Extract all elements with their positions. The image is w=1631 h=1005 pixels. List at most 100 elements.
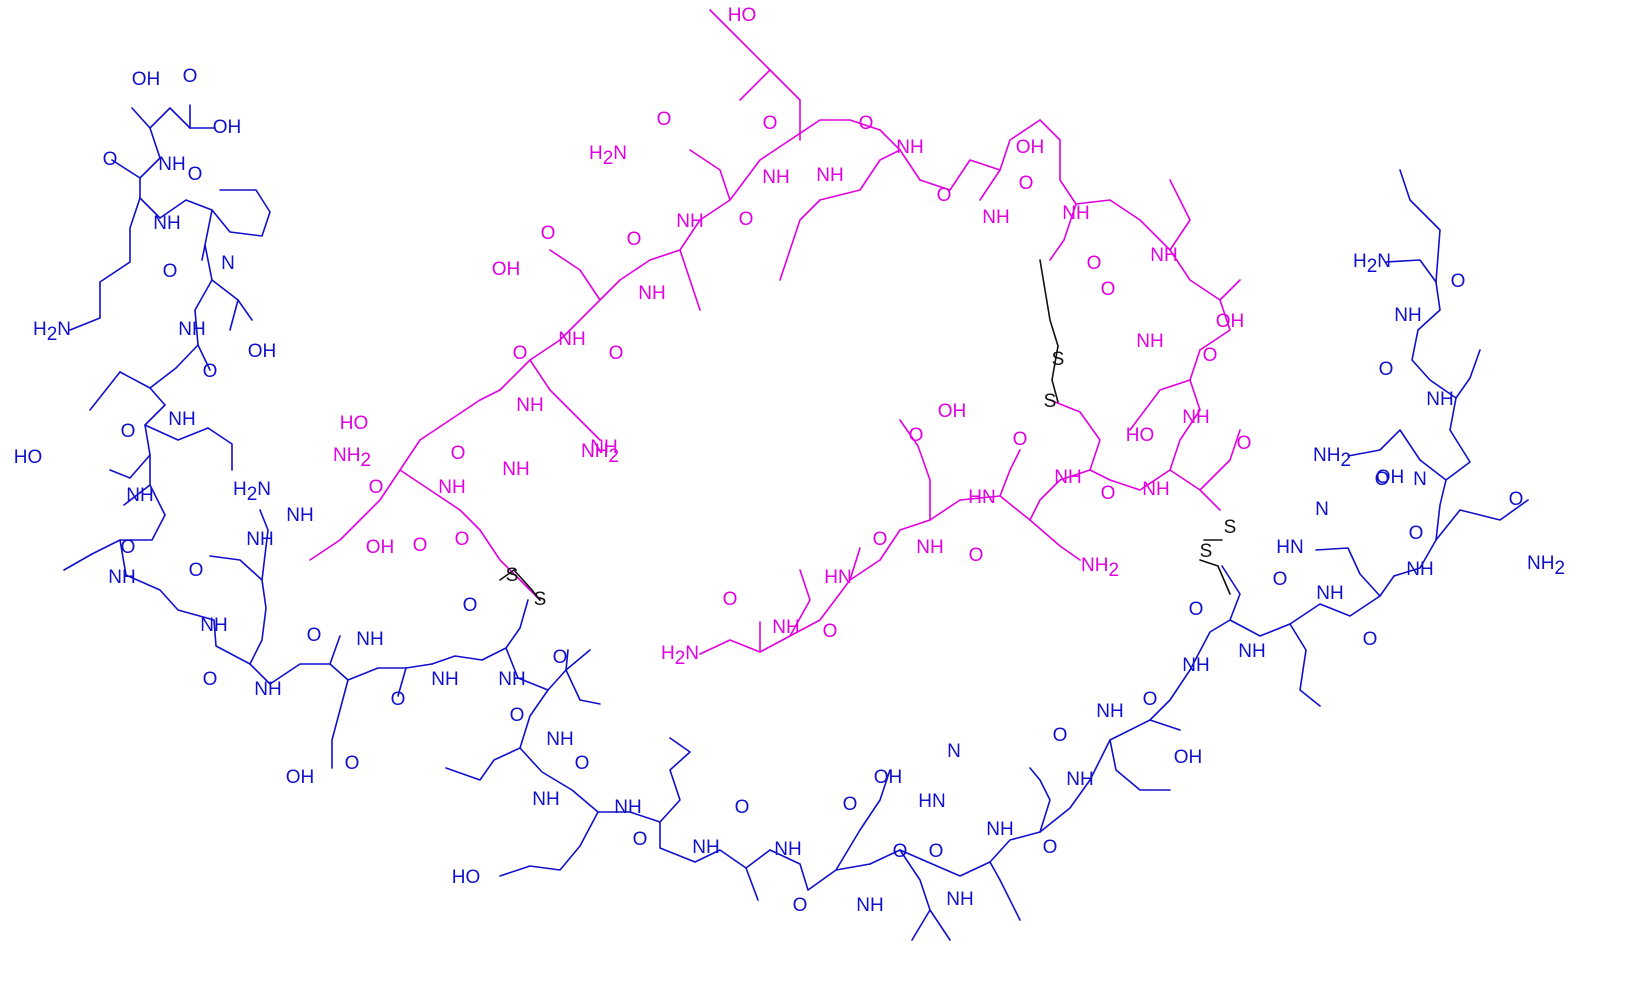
amide-nh-label: NH — [126, 485, 153, 506]
bond — [149, 387, 166, 406]
bond — [1411, 329, 1457, 399]
oxygen-label: O — [1451, 271, 1466, 292]
bond — [431, 599, 529, 665]
amide-nh-label: NH — [498, 669, 525, 690]
chain-b-bonds — [63, 104, 1529, 941]
bond — [759, 569, 811, 653]
amide-nh-label: NH — [762, 167, 789, 188]
oxygen-label: O — [723, 589, 738, 610]
oxygen-label: O — [1101, 279, 1116, 300]
bond — [1445, 429, 1471, 481]
bond — [499, 747, 599, 877]
oxygen-label: O — [1379, 359, 1394, 380]
amino-group-label: H2N — [233, 479, 271, 505]
oxygen-label: O — [1363, 629, 1378, 650]
bond — [789, 559, 881, 637]
bond — [849, 547, 861, 581]
oxygen-label: O — [1101, 483, 1116, 504]
sulfur-label: S — [1200, 541, 1213, 562]
amino-group-label: NH2 — [1527, 553, 1565, 579]
oxygen-label: O — [163, 261, 178, 282]
amide-nh-label: NH — [356, 629, 383, 650]
bond — [1169, 179, 1191, 251]
nitrogen-label: N — [947, 741, 961, 762]
oxygen-label: O — [1019, 173, 1034, 194]
amide-nh-label: NH — [158, 154, 185, 175]
bond — [1347, 429, 1421, 461]
bond — [699, 139, 791, 221]
hydroxyl-label: OH — [248, 341, 277, 362]
oxygen-label: O — [929, 841, 944, 862]
bond — [445, 689, 549, 781]
bond — [979, 119, 1041, 201]
sulfur-label: S — [506, 565, 519, 586]
hydroxyl-label: OH — [1216, 311, 1245, 332]
bond — [109, 404, 166, 479]
bond — [929, 909, 951, 941]
bond — [139, 189, 271, 237]
bond — [1039, 259, 1059, 347]
oxygen-label: O — [843, 794, 858, 815]
amide-nh-label: NH — [1394, 305, 1421, 326]
oxygen-label: O — [627, 229, 642, 250]
bond — [119, 367, 177, 389]
oxygen-label: O — [307, 625, 322, 646]
oxygen-label: O — [513, 343, 528, 364]
bond — [1029, 469, 1111, 521]
sulfur-label: S — [1044, 391, 1057, 412]
amide-nh-label: NH — [1238, 641, 1265, 662]
bond — [131, 104, 191, 129]
bond — [999, 495, 1081, 561]
amide-nh-label: NH — [946, 889, 973, 910]
bond — [1039, 119, 1077, 205]
sulfur-label: S — [1224, 517, 1237, 538]
amide-nh-label: NH — [692, 837, 719, 858]
bond — [513, 569, 541, 601]
amide-nh-label: NH — [816, 165, 843, 186]
amide-nh-label: NH — [438, 477, 465, 498]
hydroxyl-label: OH — [366, 537, 395, 558]
amide-nh-label: NH — [856, 895, 883, 916]
amide-nh-label: HN — [918, 791, 945, 812]
bond — [565, 649, 591, 671]
amide-nh-label: NH — [558, 329, 585, 350]
bond — [331, 679, 349, 769]
amide-nh-label: NH — [614, 797, 641, 818]
bond — [197, 344, 211, 371]
bond — [689, 149, 731, 201]
bond — [989, 831, 1041, 863]
amide-nh-label: HN — [1276, 537, 1303, 558]
amide-nh-label: NH — [108, 567, 135, 588]
oxygen-label: O — [1087, 253, 1102, 274]
oxygen-label: O — [183, 66, 198, 87]
hydroxyl-label: OH — [213, 117, 242, 138]
amide-nh-label: NH — [774, 839, 801, 860]
amino-group-label: NH2 — [1081, 555, 1119, 581]
bond — [149, 127, 161, 159]
sulfur-label: S — [1052, 349, 1065, 370]
oxygen-label: O — [1143, 689, 1158, 710]
bond — [479, 339, 561, 401]
nitrogen-label: N — [1315, 499, 1329, 520]
oxygen-label: O — [575, 753, 590, 774]
oxygen-label: O — [1203, 345, 1218, 366]
oxygen-label: O — [1273, 569, 1288, 590]
oxygen-label: O — [203, 361, 218, 382]
bond — [309, 519, 361, 561]
hydroxyl-label: HO — [340, 413, 369, 434]
bond — [207, 427, 233, 471]
bond — [249, 509, 269, 665]
oxygen-label: O — [1237, 433, 1252, 454]
oxygen-label: O — [609, 343, 624, 364]
oxygen-label: O — [793, 895, 808, 916]
oxygen-label: O — [553, 647, 568, 668]
oxygen-label: O — [763, 113, 778, 134]
bond — [739, 69, 801, 141]
bond — [359, 439, 421, 521]
bond — [175, 279, 213, 369]
amide-nh-label: HN — [824, 567, 851, 588]
bond — [1109, 739, 1171, 791]
oxygen-label: O — [1509, 489, 1524, 510]
bond — [869, 849, 931, 941]
